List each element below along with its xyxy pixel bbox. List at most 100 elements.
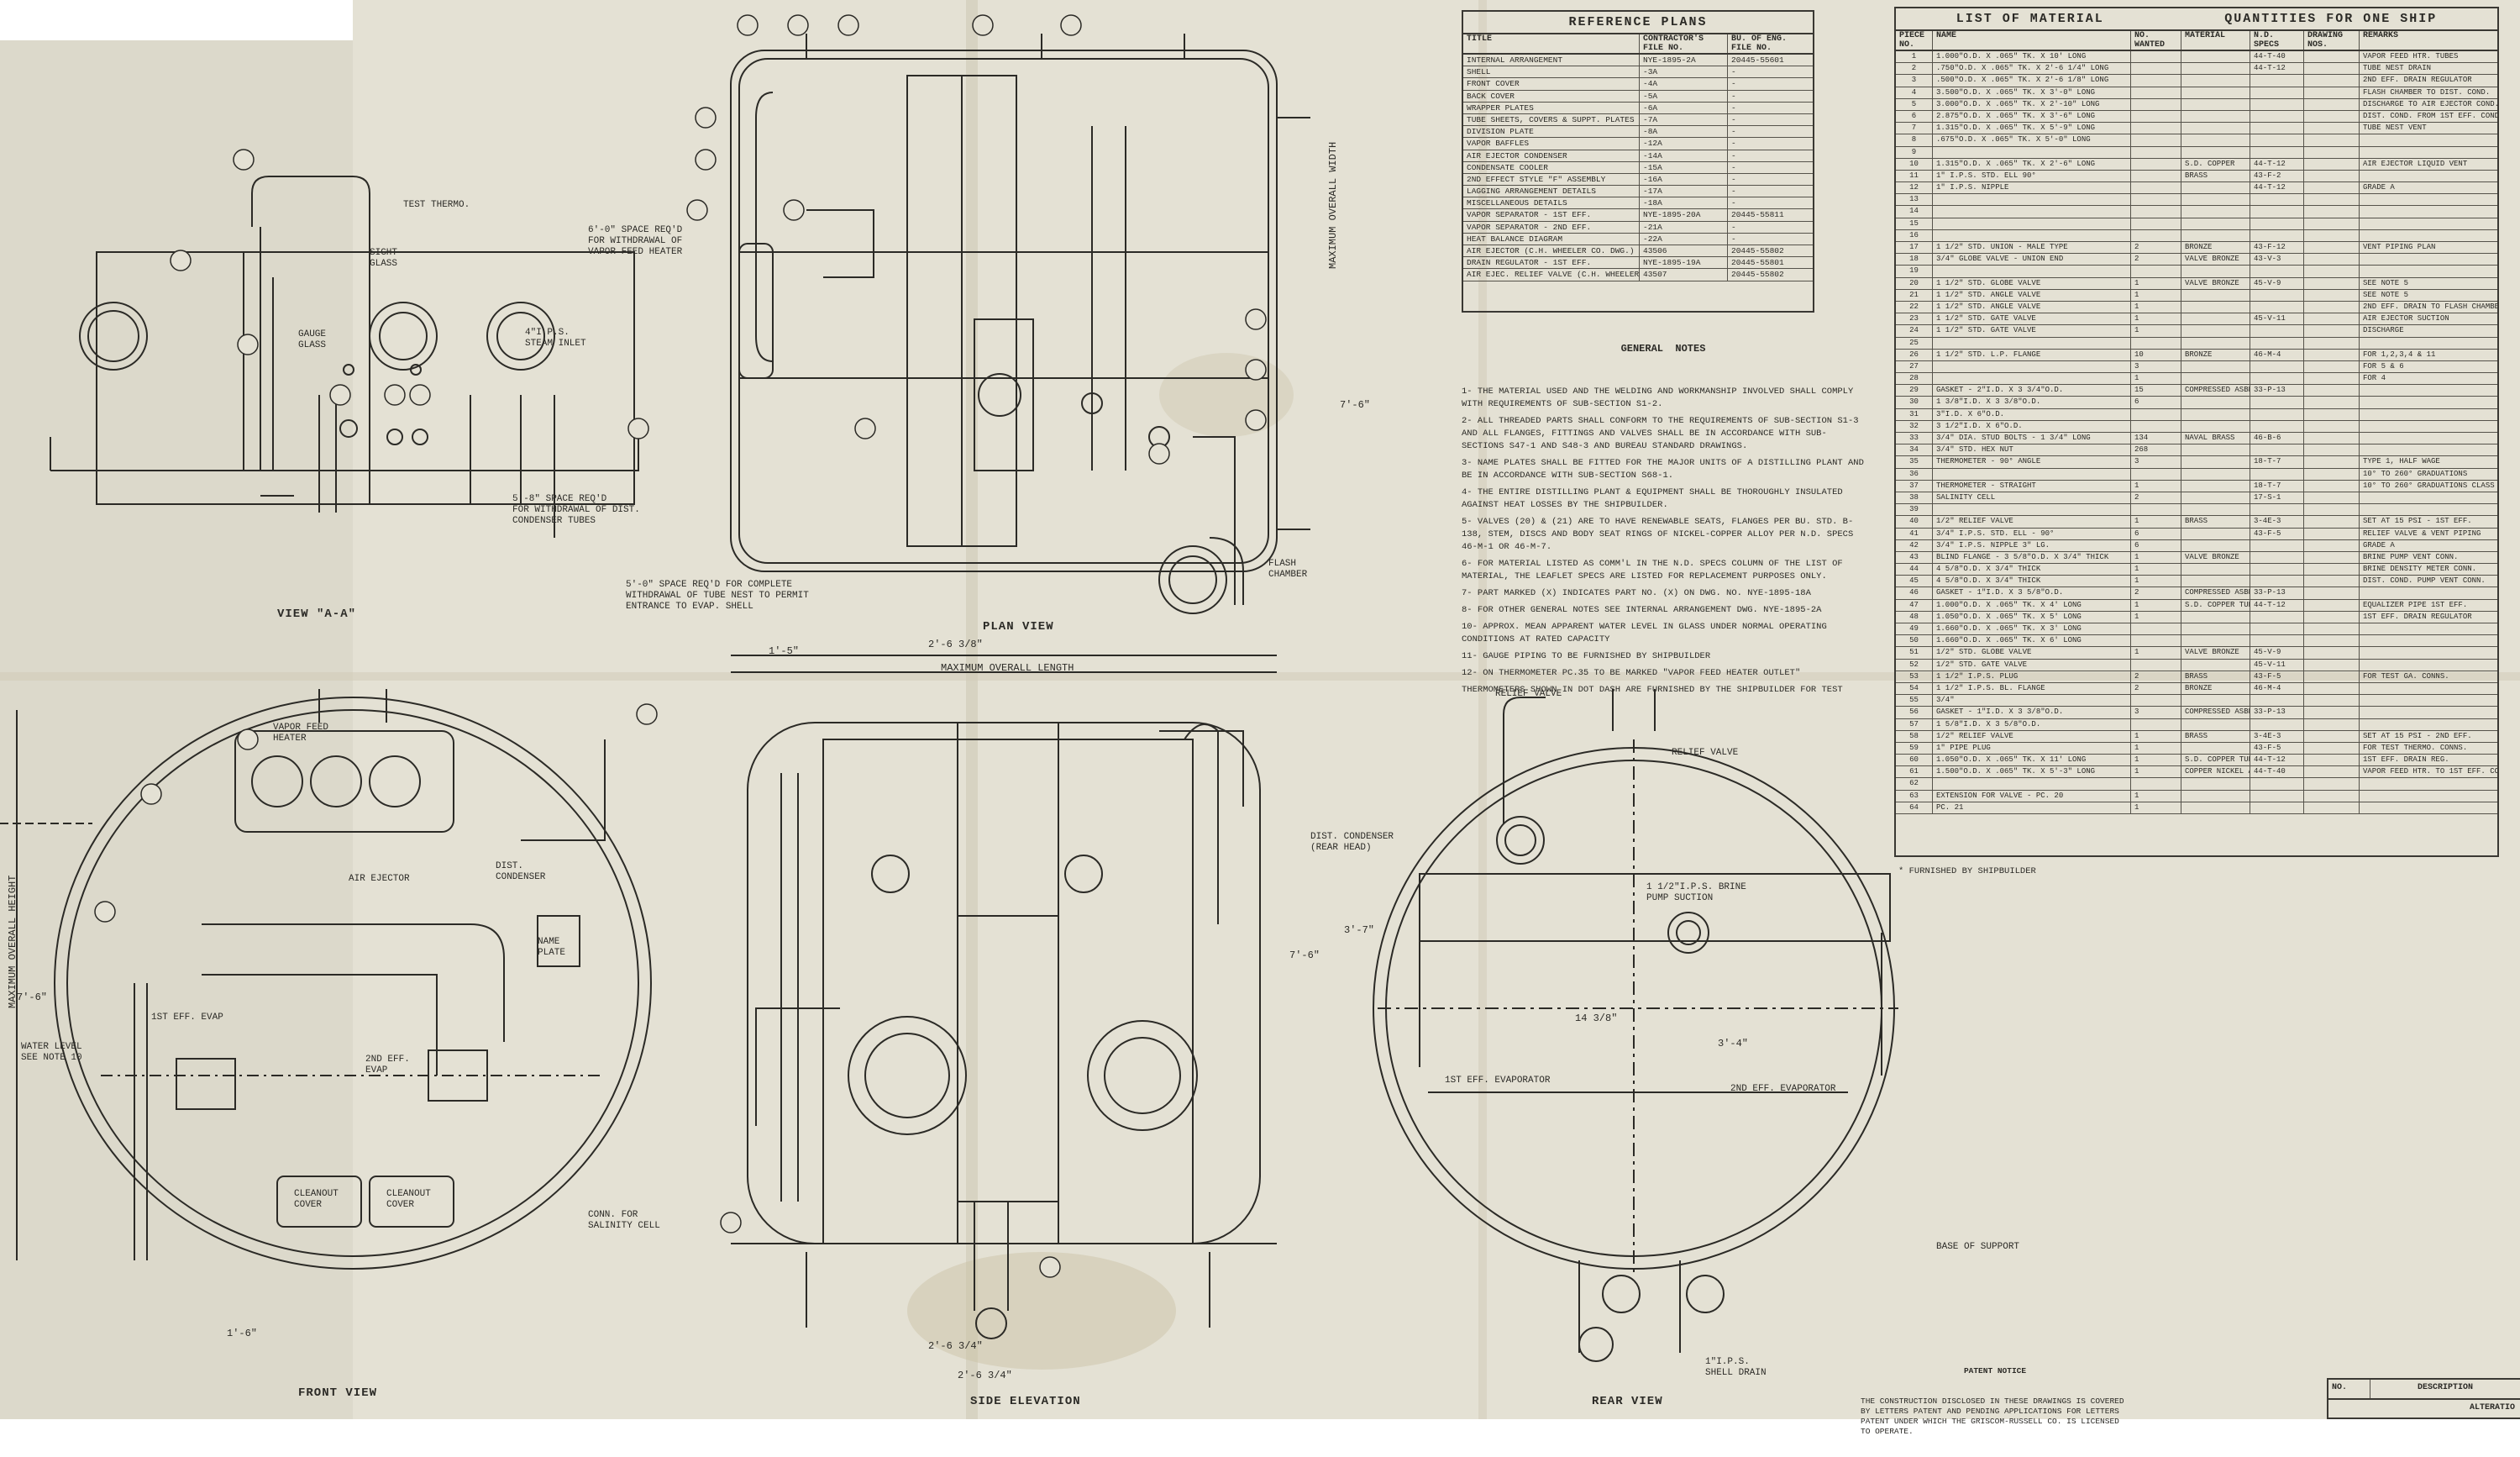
rear-view-label: REAR VIEW: [1592, 1395, 1663, 1408]
material-cell: [2131, 695, 2181, 707]
overall-height-dim: MAXIMUM OVERALL HEIGHT: [7, 875, 18, 1008]
reference-plan-row: WRAPPER PLATES-6A-: [1463, 102, 1813, 114]
material-cell: 32: [1896, 420, 1933, 432]
reference-plan-cell: 20445-55802: [1731, 246, 1784, 255]
reference-plan-cell: -: [1731, 139, 1736, 149]
material-cell: [2181, 63, 2250, 75]
general-note: 3- NAME PLATES SHALL BE FITTED FOR THE M…: [1462, 458, 1864, 481]
side-elevation-label: SIDE ELEVATION: [970, 1395, 1081, 1408]
material-cell: 1.660"O.D. X .065" TK. X 3' LONG: [1933, 623, 2131, 635]
material-cell: [2360, 397, 2497, 408]
reference-plan-row: BACK COVER-5A-: [1463, 90, 1813, 103]
material-cell: [2250, 146, 2304, 158]
material-cell: [2131, 337, 2181, 349]
callout-water-level: WATER LEVEL SEE NOTE 10: [21, 1042, 82, 1063]
material-cell: 3/4" STD. HEX NUT: [1933, 444, 2131, 456]
material-cell: [2181, 468, 2250, 480]
reference-plan-cell: WRAPPER PLATES: [1463, 102, 1640, 113]
material-cell: AIR EJECTOR SUCTION: [2363, 314, 2449, 323]
general-notes-title: GENERAL NOTES: [1620, 343, 1706, 355]
material-cell: 2: [2131, 682, 2181, 695]
material-cell: COMPRESSED ASBESTOS: [2181, 587, 2250, 599]
material-cell: [2360, 266, 2497, 276]
material-cell: BRONZE: [2181, 242, 2250, 254]
material-cell: 43-F-5: [2250, 742, 2304, 755]
material-cell: TUBE NEST VENT: [2363, 124, 2427, 133]
view-aa-label: VIEW "A-A": [277, 608, 357, 621]
material-cell: FOR TEST GA. CONNS.: [2363, 671, 2449, 681]
material-cell: [2304, 707, 2360, 718]
material-cell: 1 1/2" I.P.S. BL. FLANGE: [1933, 682, 2131, 695]
material-cell: 64: [1896, 802, 1933, 813]
material-cell: SET AT 15 PSI - 1ST EFF.: [2363, 517, 2472, 526]
material-cell: [2304, 433, 2360, 444]
callout-shell-drain: 1"I.P.S. SHELL DRAIN: [1705, 1357, 1767, 1378]
material-cell: 1.000"O.D. X .065" TK. X 4' LONG: [1933, 599, 2131, 611]
material-cell: 43-F-5: [2250, 528, 2304, 539]
mat-header-drawing: DRAWING NOS.: [2304, 31, 2360, 50]
material-cell: [2181, 492, 2250, 504]
material-cell: GASKET - 1"I.D. X 3 3/8"O.D.: [1933, 707, 2131, 718]
material-cell: [2131, 635, 2181, 647]
material-cell: [2304, 528, 2360, 539]
material-cell: [2250, 266, 2304, 277]
material-cell: [1933, 337, 2131, 349]
material-cell: 24: [1896, 325, 1933, 337]
piece-balloons: [94, 14, 1267, 1278]
material-cell: [2304, 98, 2360, 110]
material-cell: [2304, 611, 2360, 623]
material-cell: [2181, 539, 2250, 551]
material-cell: [2131, 623, 2181, 635]
material-cell: GRADE A: [2363, 183, 2395, 192]
material-cell: [2181, 289, 2250, 301]
material-cell: 44: [1896, 564, 1933, 576]
material-cell: [2304, 123, 2360, 134]
material-cell: [2304, 408, 2360, 420]
material-cell: 1 5/8"I.D. X 3 5/8"O.D.: [1933, 718, 2131, 730]
material-cell: [2181, 408, 2250, 420]
material-cell: [2304, 182, 2360, 194]
dim-5: 1'-5": [769, 645, 800, 657]
material-cell: [2304, 146, 2360, 158]
material-cell: [2181, 325, 2250, 337]
material-cell: 3/4" DIA. STUD BOLTS - 1 3/4" LONG: [1933, 433, 2131, 444]
reference-plans-table: REFERENCE PLANS TITLE CONTRACTOR'S FILE …: [1462, 10, 1814, 313]
reference-plan-cell: -14A: [1640, 150, 1728, 161]
reference-plan-cell: -: [1731, 114, 1736, 124]
material-cell: 54: [1896, 682, 1933, 695]
reference-plan-cell: 43506: [1640, 245, 1728, 257]
reference-plan-row: FRONT COVER-4A-: [1463, 78, 1813, 91]
patent-notice-title: PATENT NOTICE: [1963, 1366, 2027, 1375]
material-cell: 15: [1896, 218, 1933, 229]
material-cell: [2360, 492, 2497, 503]
reference-plan-cell: 20445-55802: [1731, 270, 1784, 280]
material-cell: 1: [2131, 790, 2181, 802]
revision-header: NO. DESCRIPTION: [2328, 1380, 2520, 1400]
reference-plan-cell: AIR EJECTOR CONDENSER: [1463, 150, 1640, 161]
material-cell: VAPOR FEED HTR. TUBES: [2363, 52, 2459, 60]
reference-plan-cell: MISCELLANEOUS DETAILS: [1463, 197, 1640, 209]
material-cell: [2250, 75, 2304, 87]
callout-test-thermo: TEST THERMO.: [403, 200, 470, 210]
material-cell: 1: [2131, 742, 2181, 755]
material-cell: [2304, 325, 2360, 337]
material-cell: [2304, 576, 2360, 587]
material-cell: 1" I.P.S. STD. ELL 90°: [1933, 170, 2131, 182]
reference-plan-cell: BACK COVER: [1463, 90, 1640, 102]
general-note: 10- APPROX. MEAN APPARENT WATER LEVEL IN…: [1462, 622, 1833, 644]
material-cell: [2304, 289, 2360, 301]
